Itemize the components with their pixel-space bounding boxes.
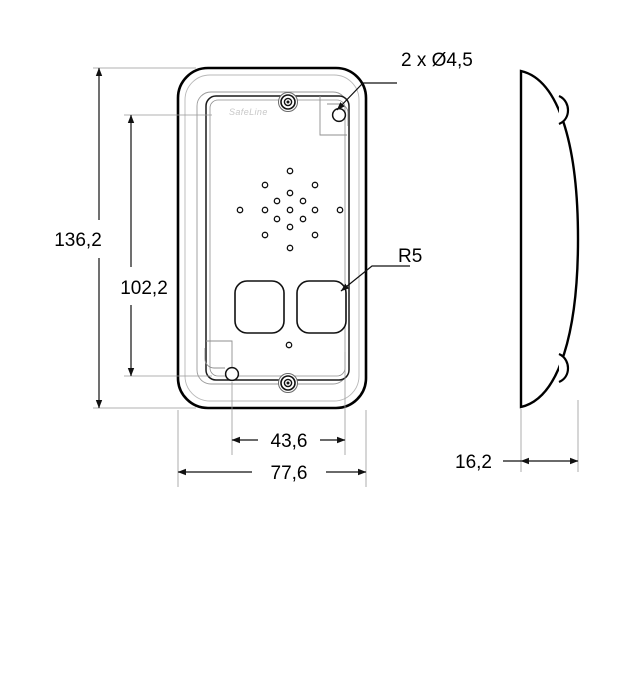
dimension-width-overall: 77,6 (177, 463, 367, 484)
callout-holes-label: 2 x Ø4,5 (401, 50, 473, 71)
dimension-height-overall: 136,2 (54, 67, 103, 409)
microphone-hole (285, 341, 293, 349)
front-shell-inner-edge (184, 74, 360, 402)
side-profile-outline (519, 69, 580, 409)
faceplate-panel-inner (209, 99, 346, 377)
dimension-height-inner: 102,2 (120, 114, 168, 377)
dimension-height-inner-label: 102,2 (120, 278, 168, 299)
dimension-height-overall-label: 136,2 (54, 230, 102, 251)
callout-radius-label: R5 (398, 246, 422, 267)
callout-radius: R5 (340, 246, 422, 292)
screw-bottom (278, 373, 298, 393)
side-boss-top (558, 94, 570, 126)
front-view: SafeLine (176, 66, 368, 410)
dimension-depth-label: 16,2 (455, 452, 492, 473)
button-left[interactable] (234, 280, 285, 334)
screw-top (278, 92, 298, 112)
dimension-width-inner: 43,6 (231, 431, 346, 452)
faceplate-panel (205, 95, 350, 381)
side-view (519, 69, 580, 409)
brand-label: SafeLine (229, 107, 268, 117)
dimension-depth: 16,2 (455, 452, 579, 473)
dimension-width-overall-label: 77,6 (271, 463, 308, 484)
button-right[interactable] (296, 280, 347, 334)
dimension-width-inner-label: 43,6 (271, 431, 308, 452)
callout-holes: 2 x Ø4,5 (336, 50, 473, 111)
side-boss-bottom (558, 352, 570, 384)
mounting-hole-bottom-left (204, 340, 240, 382)
speaker-grille (236, 167, 344, 252)
